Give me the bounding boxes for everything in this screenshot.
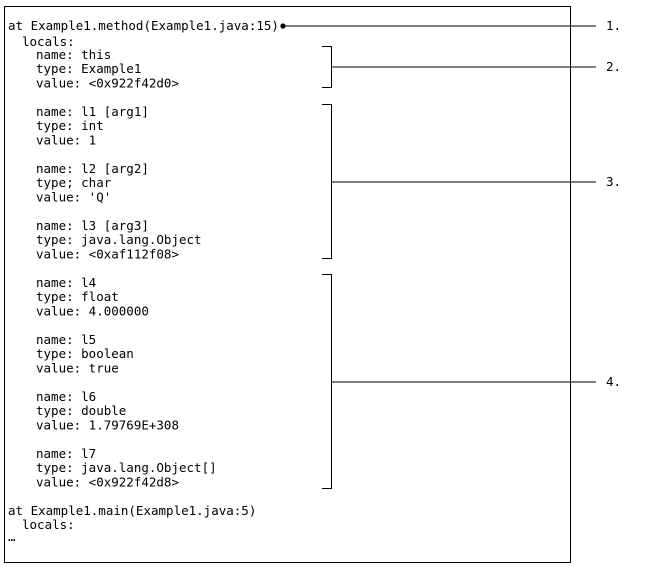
local-type-line: type: java.lang.Object <box>36 232 202 247</box>
local-name-line: name: this <box>36 47 111 62</box>
local-type-line: type: java.lang.Object[] <box>36 460 217 475</box>
local-name-line: name: l1 [arg1] <box>36 104 149 119</box>
local-type-line: type; char <box>36 175 112 190</box>
callout-2-bracket <box>322 46 332 88</box>
local-type-line: type: double <box>36 403 126 418</box>
local-name-line: name: l2 [arg2] <box>36 161 149 176</box>
local-name-line: name: l4 <box>36 275 96 290</box>
callout-4-label: 4. <box>606 374 621 389</box>
local-value-line: value: <0x922f42d0> <box>36 75 179 90</box>
callout-2-label: 2. <box>606 59 621 74</box>
trace-frame-border <box>4 6 571 563</box>
local-type-line: type: boolean <box>36 346 134 361</box>
local-type-line: type: Example1 <box>36 61 141 76</box>
local-name-line: name: l6 <box>36 389 96 404</box>
local-type-line: type: float <box>36 289 119 304</box>
local-value-line: value: 'Q' <box>36 189 111 204</box>
frame2-locals-label: locals: <box>22 517 75 532</box>
callout-3-bracket <box>322 104 332 259</box>
frame1-locals-label: locals: <box>22 34 75 49</box>
frame2-header: at Example1.main(Example1.java:5) <box>8 503 256 518</box>
local-value-line: value: <0x922f42d8> <box>36 474 179 489</box>
local-type-line: type: int <box>36 118 104 133</box>
frame2-ellipsis: … <box>8 529 16 544</box>
local-name-line: name: l5 <box>36 332 96 347</box>
callout-1-label: 1. <box>606 18 621 33</box>
local-name-line: name: l7 <box>36 446 96 461</box>
callout-4-bracket <box>322 274 332 489</box>
callout-3-label: 3. <box>606 174 621 189</box>
frame1-header: at Example1.method(Example1.java:15) <box>8 18 279 33</box>
local-value-line: value: <0xaf112f08> <box>36 246 179 261</box>
local-value-line: value: true <box>36 360 119 375</box>
local-value-line: value: 4.000000 <box>36 303 149 318</box>
local-value-line: value: 1 <box>36 132 96 147</box>
local-value-line: value: 1.79769E+308 <box>36 417 179 432</box>
local-name-line: name: l3 [arg3] <box>36 218 149 233</box>
